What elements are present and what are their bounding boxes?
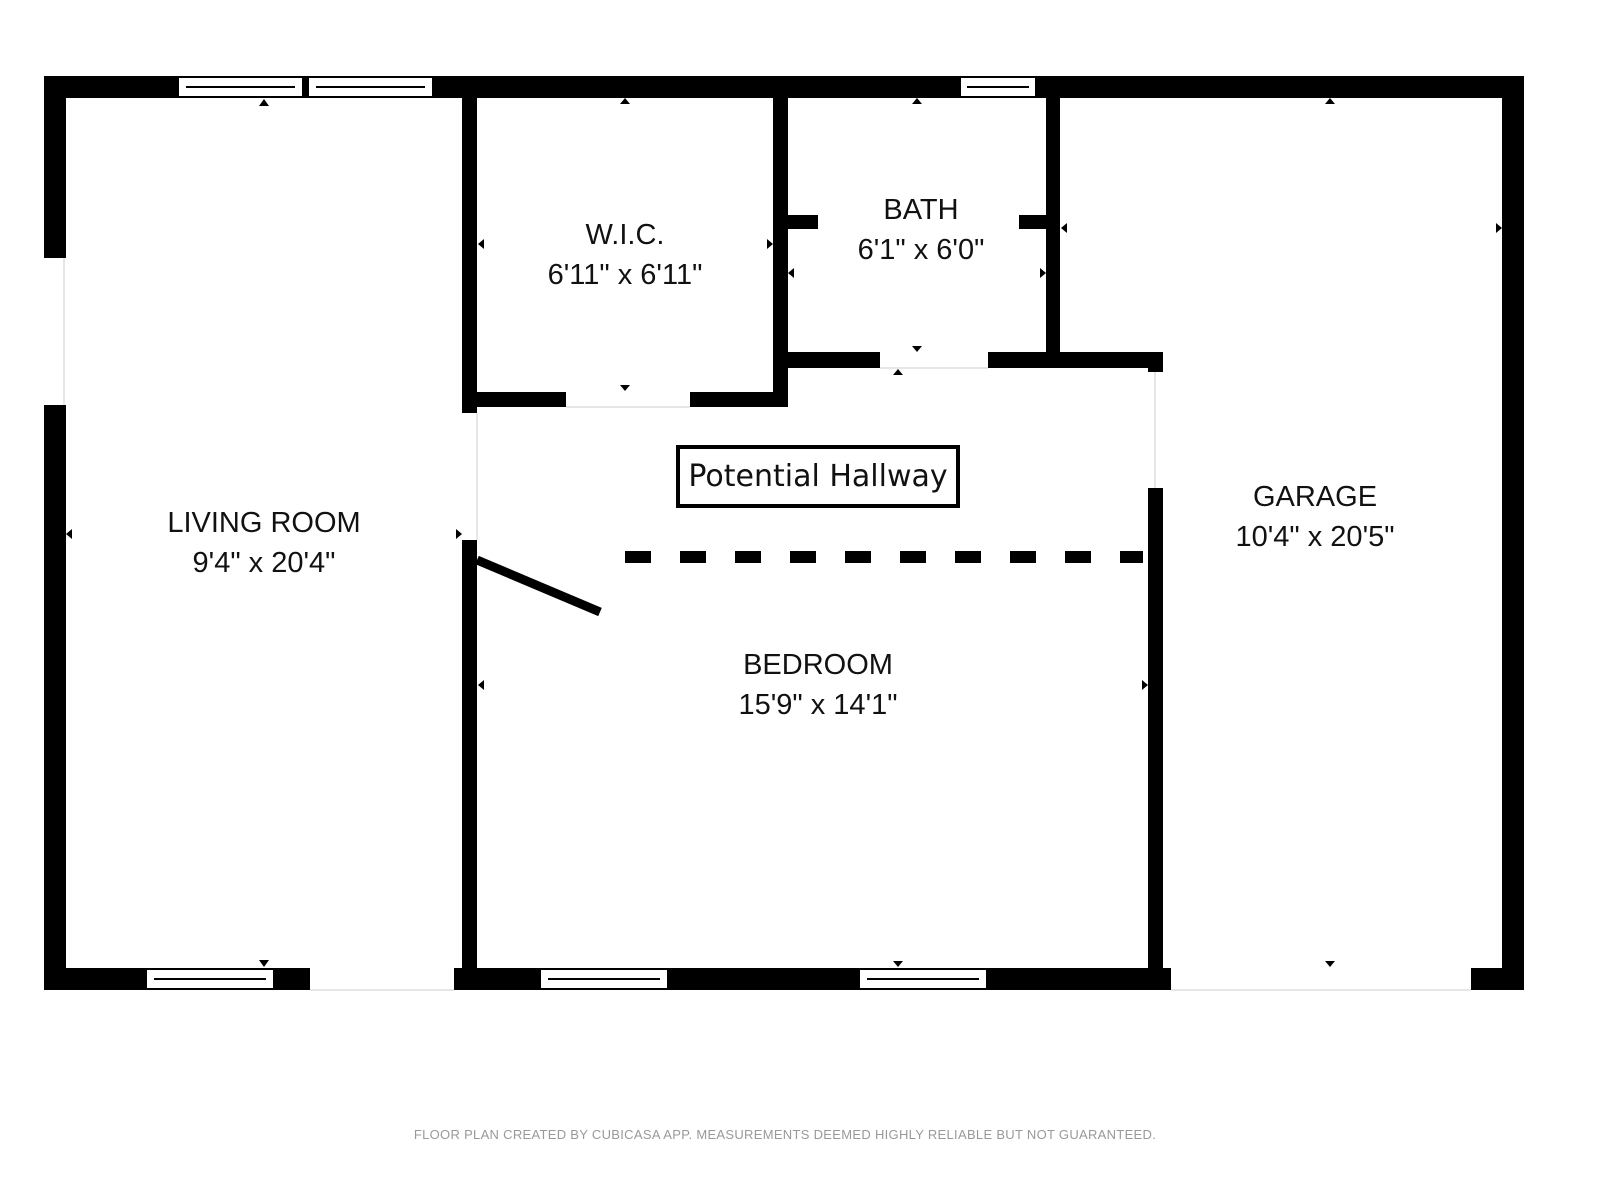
windows bbox=[145, 76, 1037, 990]
bottom-wall-garage bbox=[1471, 968, 1524, 990]
left-wall-upper bbox=[44, 76, 66, 258]
room-size: 15'9" x 14'1" bbox=[738, 689, 898, 721]
room-size: 10'4" x 20'5" bbox=[1235, 521, 1395, 553]
room-label-living-room: LIVING ROOM 9'4" x 20'4" bbox=[167, 503, 360, 583]
room-size: 9'4" x 20'4" bbox=[192, 547, 336, 579]
dimension-arrows bbox=[66, 98, 1502, 967]
living-wic-wall bbox=[462, 98, 477, 413]
room-label-bath: BATH 6'1" x 6'0" bbox=[858, 190, 985, 270]
room-name: W.I.C. bbox=[585, 219, 665, 251]
door-swing bbox=[475, 555, 602, 617]
bath-stub-right bbox=[1019, 215, 1053, 229]
room-name: GARAGE bbox=[1252, 481, 1378, 513]
room-label-garage: GARAGE 10'4" x 20'5" bbox=[1235, 477, 1394, 557]
bath-bottom-wall-right bbox=[988, 352, 1163, 368]
footer-disclaimer: FLOOR PLAN CREATED BY CUBICASA APP. MEAS… bbox=[413, 1127, 1157, 1142]
garage-bedroom-wall bbox=[1148, 488, 1163, 978]
bath-stub-left bbox=[788, 215, 818, 229]
room-label-bedroom: BEDROOM 15'9" x 14'1" bbox=[738, 645, 897, 725]
bath-bottom-wall-left bbox=[788, 352, 880, 368]
openings bbox=[63, 258, 1471, 991]
living-bedroom-wall bbox=[462, 540, 477, 968]
potential-hallway-label: Potential Hallway bbox=[676, 445, 960, 508]
room-name: BEDROOM bbox=[743, 649, 893, 681]
wic-bottom-wall-left bbox=[462, 392, 566, 407]
room-size: 6'1" x 6'0" bbox=[857, 234, 985, 266]
room-name: LIVING ROOM bbox=[167, 507, 361, 539]
room-size: 6'11" x 6'11" bbox=[547, 259, 703, 291]
bath-garage-wall bbox=[1046, 98, 1060, 360]
room-label-wic: W.I.C. 6'11" x 6'11" bbox=[548, 215, 703, 295]
room-name: BATH bbox=[883, 194, 959, 226]
wic-bath-wall bbox=[773, 98, 788, 407]
garage-wall-stub bbox=[1148, 352, 1163, 372]
right-wall bbox=[1502, 76, 1524, 990]
left-wall-lower bbox=[44, 405, 66, 990]
wic-bottom-wall-right bbox=[690, 392, 788, 407]
